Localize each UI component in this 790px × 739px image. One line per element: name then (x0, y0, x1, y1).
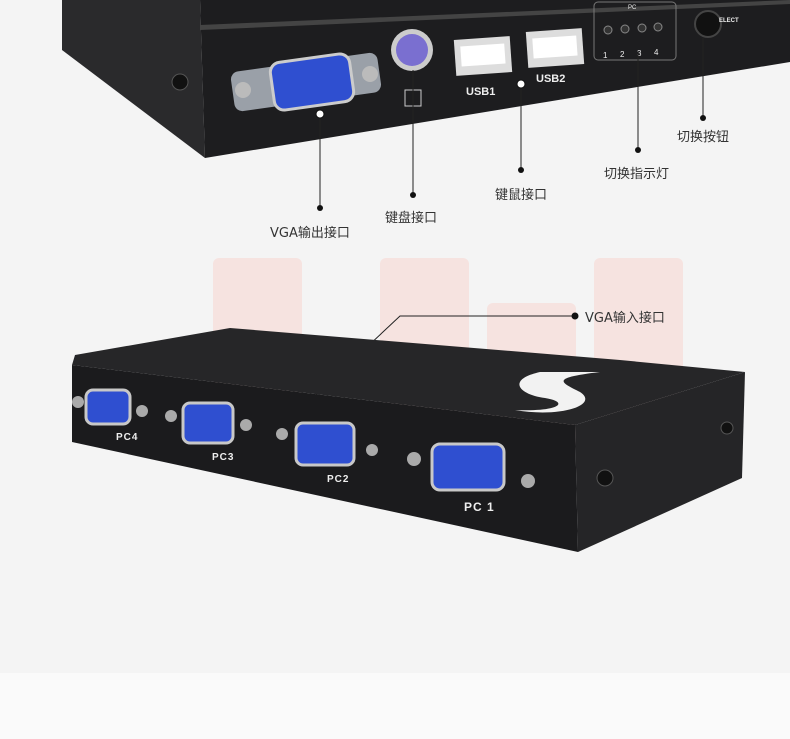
select-label: ELECT (719, 18, 739, 24)
led-number: 2 (620, 50, 625, 59)
port-label-pc1: PC 1 (464, 500, 495, 514)
callout-switch-button: 切换按钮 (677, 130, 730, 145)
port-label-pc3: PC3 (212, 452, 235, 463)
led-number: 3 (637, 49, 642, 58)
led-number: 1 (603, 51, 608, 60)
callout-indicator: 切换指示灯 (604, 167, 670, 182)
led-number: 4 (654, 48, 659, 57)
usb1-label: USB1 (466, 86, 495, 98)
top-kvm-device (62, 0, 790, 158)
footer-band (0, 673, 790, 739)
pc-label: PC (628, 5, 637, 11)
callout-keyboard: 键盘接口 (385, 211, 438, 226)
port-label-pc2: PC2 (327, 474, 350, 485)
callout-vga-input: VGA输入接口 (585, 311, 665, 326)
callout-dots (315, 79, 706, 320)
bottom-kvm-device (72, 328, 745, 552)
callout-vga-output: VGA输出接口 (270, 226, 350, 241)
usb2-label: USB2 (536, 73, 565, 85)
port-label-pc4: PC4 (116, 432, 139, 443)
callout-keyboard-mouse: 键鼠接口 (495, 188, 548, 203)
